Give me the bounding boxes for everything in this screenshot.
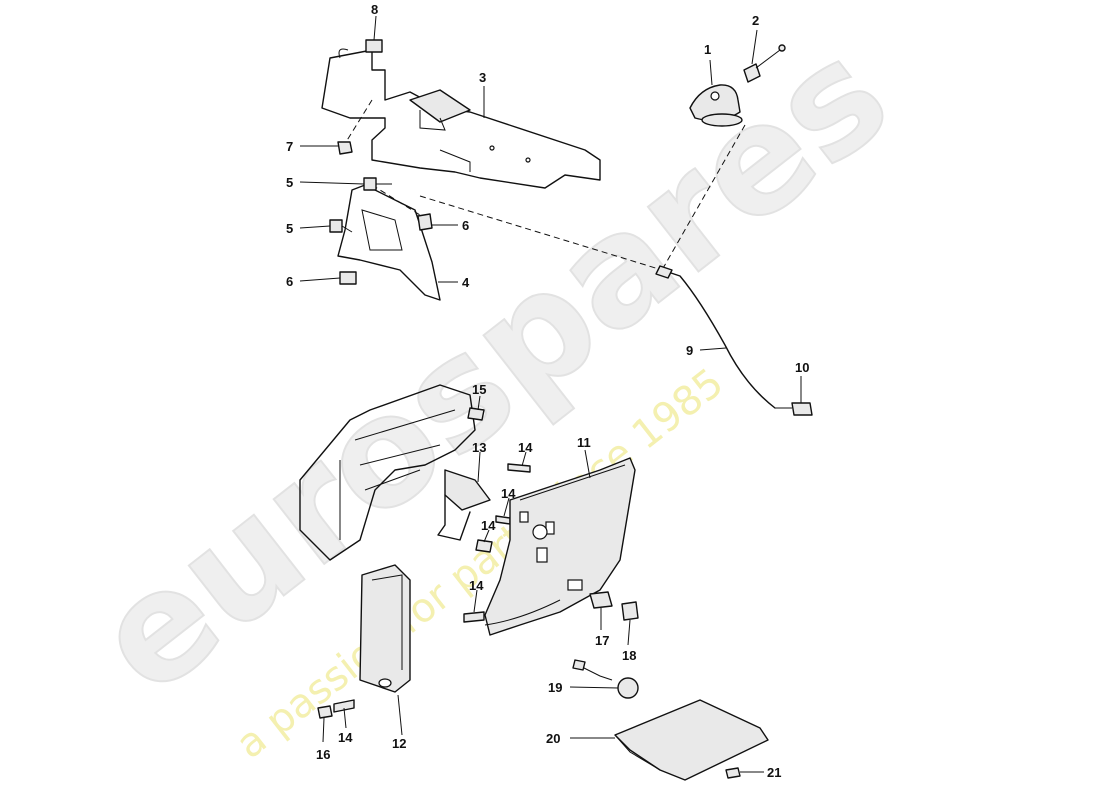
bracket-part-4	[337, 184, 441, 301]
screws-part-14	[333, 463, 531, 713]
connection-line-1	[661, 124, 746, 271]
callout-1: 1	[704, 42, 711, 57]
callout-17: 17	[595, 633, 609, 648]
callout-11: 11	[577, 435, 591, 450]
callout-20: 20	[546, 731, 560, 746]
frame-assembly-part-13	[299, 384, 491, 561]
callout-14d: 14	[469, 578, 484, 593]
callout-9: 9	[686, 343, 693, 358]
socket-part-19	[572, 659, 639, 699]
nut-part-7	[337, 99, 373, 155]
callout-4: 4	[462, 275, 470, 290]
grommet-part-17	[589, 591, 613, 609]
callout-14c: 14	[481, 518, 496, 533]
callout-13: 13	[472, 440, 486, 455]
watermark: eurospares a passion for parts since 198…	[64, 6, 920, 768]
callout-8: 8	[371, 2, 378, 17]
upper-panel-part-3	[321, 48, 601, 189]
cover-part-18	[621, 601, 639, 621]
clips-part-6	[339, 213, 433, 285]
screw-part-21	[725, 767, 741, 779]
plug-part-2	[743, 44, 786, 83]
callout-18: 18	[622, 648, 636, 663]
callout-2: 2	[752, 13, 759, 28]
callouts: 1 2 3 4 5 5 6 6 7 8 9 10 11 12 13 14 14	[286, 2, 809, 780]
callout-14e: 14	[338, 730, 353, 745]
callout-3: 3	[479, 70, 486, 85]
callout-5b: 5	[286, 221, 293, 236]
sender-part-1	[689, 84, 743, 127]
trim-panel-part-11	[484, 457, 636, 636]
screws-part-5	[329, 177, 392, 233]
callout-12: 12	[392, 736, 406, 751]
callout-19: 19	[548, 680, 562, 695]
callout-14a: 14	[518, 440, 533, 455]
callout-7: 7	[286, 139, 293, 154]
callout-10: 10	[795, 360, 809, 375]
callout-5a: 5	[286, 175, 293, 190]
clip-part-15	[467, 407, 485, 421]
callout-6a: 6	[462, 218, 469, 233]
callout-6b: 6	[286, 274, 293, 289]
tray-part-20	[614, 699, 769, 781]
callout-15: 15	[472, 382, 486, 397]
cable-part-9	[655, 265, 776, 409]
knee-panel-part-12	[359, 564, 411, 693]
callout-14b: 14	[501, 486, 516, 501]
clip-part-8	[365, 39, 383, 53]
callout-21: 21	[767, 765, 781, 780]
cap-part-16	[317, 705, 333, 719]
connection-line-2	[419, 195, 663, 271]
callout-16: 16	[316, 747, 330, 762]
connector-part-10	[775, 402, 813, 416]
